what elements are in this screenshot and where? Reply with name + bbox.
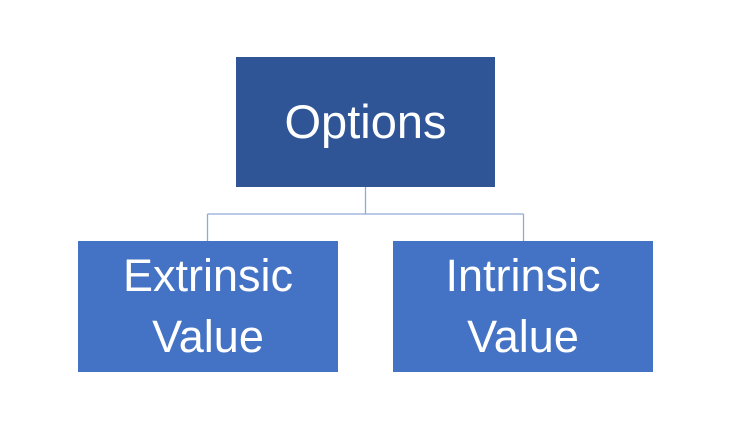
child-node-extrinsic-value: Extrinsic Value	[78, 241, 338, 372]
child-node-intrinsic-value: Intrinsic Value	[393, 241, 653, 372]
child-node-label-intrinsic: Intrinsic Value	[445, 249, 601, 362]
root-node-options: Options	[236, 57, 495, 187]
child-node-label-extrinsic: Extrinsic Value	[122, 249, 294, 362]
root-node-label: Options	[284, 95, 447, 149]
